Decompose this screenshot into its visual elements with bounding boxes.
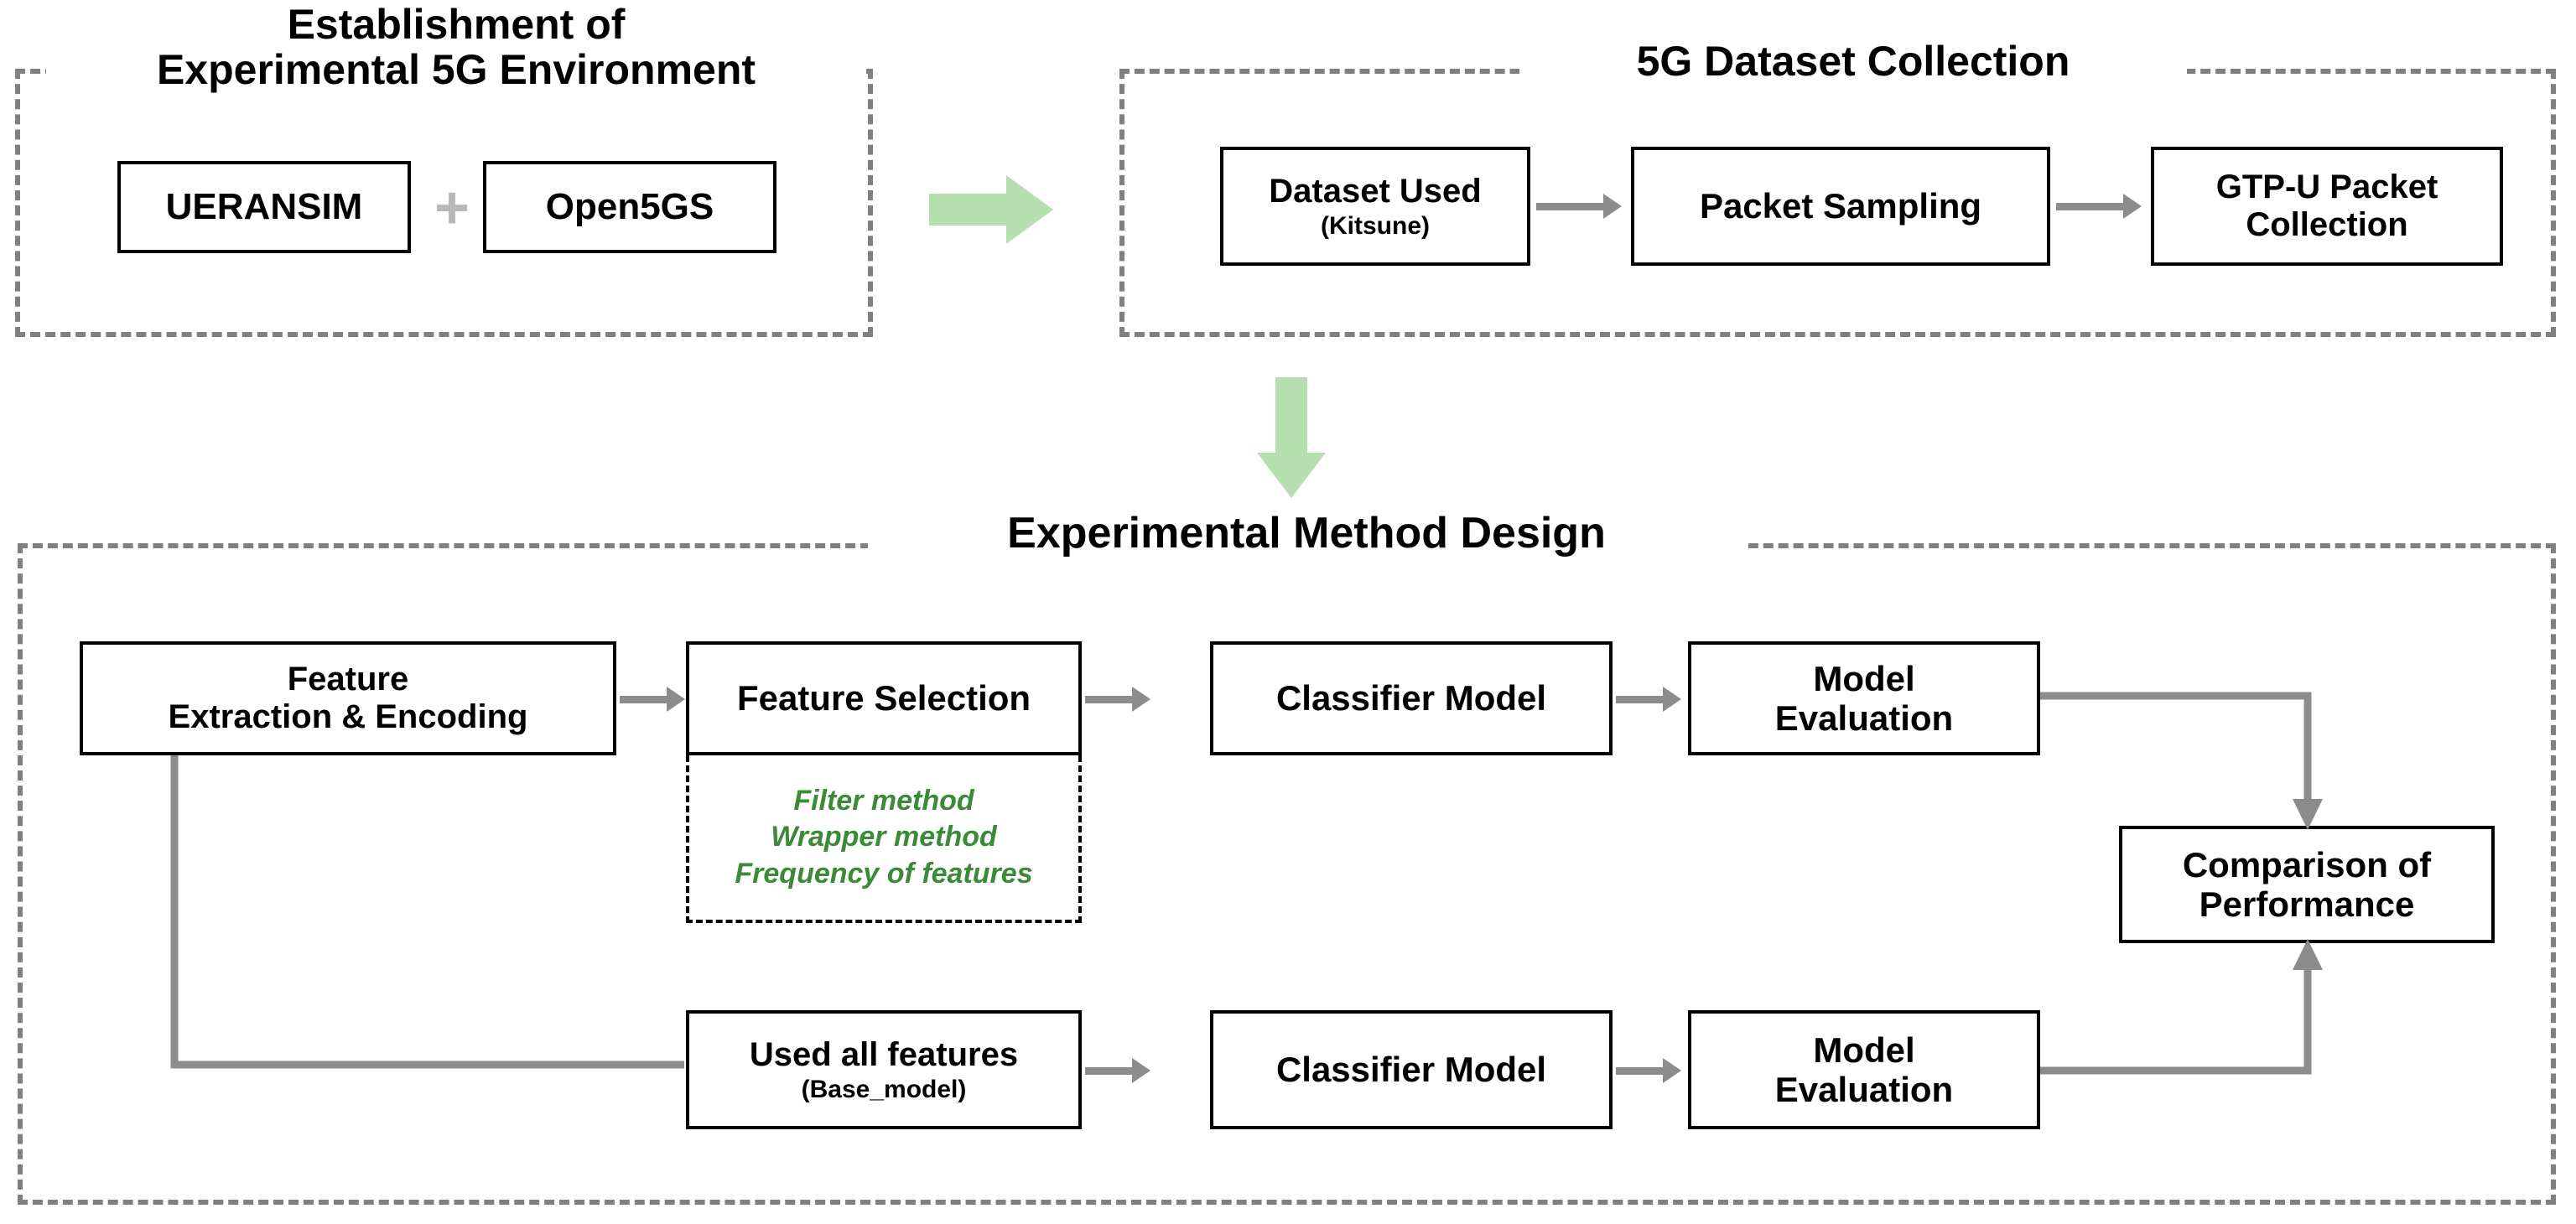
arrow-classifier-to-evaluation-top <box>1616 687 1681 712</box>
box-ueransim: UERANSIM <box>117 161 411 253</box>
box-used-all-features: Used all features (Base_model) <box>686 1010 1082 1129</box>
arrow-classifier-to-evaluation-bottom <box>1616 1058 1681 1083</box>
box-dataset-used: Dataset Used (Kitsune) <box>1220 147 1530 266</box>
box-model-evaluation-top: Model Evaluation <box>1688 641 2040 755</box>
box-gtpu-packet-collection: GTP-U Packet Collection <box>2151 147 2503 266</box>
green-down-arrow-icon <box>1257 377 1326 498</box>
box-dataset-used-sub: (Kitsune) <box>1321 211 1430 240</box>
group-title-experimental-5g-environment: Establishment of Experimental 5G Environ… <box>46 2 866 92</box>
green-right-arrow-icon <box>929 175 1053 244</box>
box-comparison-of-performance: Comparison of Performance <box>2119 826 2495 943</box>
group-title-5g-dataset-collection: 5G Dataset Collection <box>1519 39 2187 84</box>
box-gtpu-packet-collection-label: GTP-U Packet Collection <box>2215 169 2438 243</box>
box-ueransim-label: UERANSIM <box>165 186 363 228</box>
box-used-all-features-sub: (Base_model) <box>801 1075 967 1103</box>
box-classifier-model-top: Classifier Model <box>1210 641 1613 755</box>
box-packet-sampling: Packet Sampling <box>1631 147 2050 266</box>
arrow-allfeatures-to-classifier-bottom <box>1085 1058 1150 1083</box>
note-line-filter-method: Filter method <box>793 784 974 817</box>
box-model-evaluation-bottom-label: Model Evaluation <box>1774 1030 1954 1109</box>
box-open5gs: Open5GS <box>483 161 776 253</box>
box-feature-extraction-encoding-label: Feature Extraction & Encoding <box>168 661 528 735</box>
box-classifier-model-top-label: Classifier Model <box>1275 678 1547 718</box>
box-used-all-features-label: Used all features <box>749 1035 1019 1073</box>
box-feature-extraction-encoding: Feature Extraction & Encoding <box>80 641 616 755</box>
box-dataset-used-label: Dataset Used <box>1269 172 1482 210</box>
box-classifier-model-bottom-label: Classifier Model <box>1275 1050 1547 1090</box>
arrow-sampling-to-gtpu <box>2056 194 2142 219</box>
arrow-selection-to-classifier-top <box>1085 687 1150 712</box>
arrow-extraction-to-selection <box>620 687 685 712</box>
plus-joiner-icon: + <box>434 174 470 241</box>
box-feature-selection-label: Feature Selection <box>736 678 1031 718</box>
box-model-evaluation-top-label: Model Evaluation <box>1774 658 1954 738</box>
box-open5gs-label: Open5GS <box>545 186 714 228</box>
box-feature-selection: Feature Selection <box>686 641 1082 755</box>
box-packet-sampling-label: Packet Sampling <box>1699 186 1982 226</box>
note-line-frequency-of-features: Frequency of features <box>735 857 1033 889</box>
arrow-dataset-to-sampling <box>1536 194 1622 219</box>
box-comparison-of-performance-label: Comparison of Performance <box>2182 844 2432 924</box>
box-classifier-model-bottom: Classifier Model <box>1210 1010 1613 1129</box>
feature-selection-methods-note: Filter method Wrapper method Frequency o… <box>686 755 1082 923</box>
note-line-wrapper-method: Wrapper method <box>771 821 997 853</box>
box-model-evaluation-bottom: Model Evaluation <box>1688 1010 2040 1129</box>
group-title-experimental-method-design: Experimental Method Design <box>868 510 1745 557</box>
